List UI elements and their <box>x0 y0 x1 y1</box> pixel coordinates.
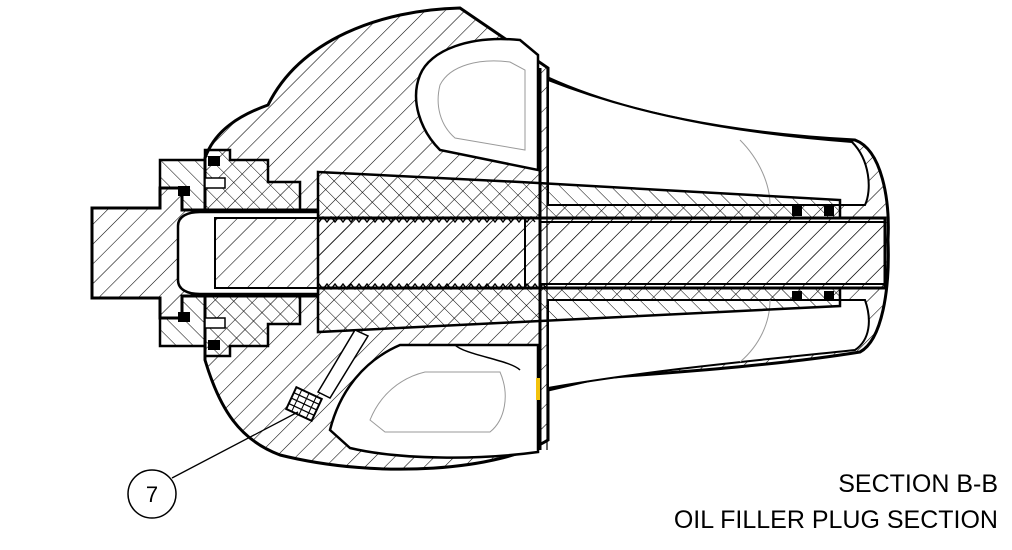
item-balloon <box>127 469 177 519</box>
o-ring-1 <box>792 206 802 216</box>
yellow-marker <box>536 378 540 400</box>
lower-cavity-rib <box>454 344 521 371</box>
gland-seal-top-c <box>204 177 226 189</box>
o-ring-3 <box>792 291 802 301</box>
oil-passage <box>316 329 370 399</box>
right-bore-lower <box>547 299 870 390</box>
balloon-leader <box>171 411 299 479</box>
gland-seal-top-b <box>208 156 220 166</box>
lower-cavity-inner <box>369 371 506 433</box>
gland-seal-bottom-a <box>178 312 190 322</box>
right-bore <box>547 78 870 206</box>
section-title: SECTION B-B <box>838 470 998 498</box>
gland-seal-bottom-b <box>208 340 220 350</box>
upper-cavity-inner <box>437 60 526 151</box>
upper-cavity <box>414 37 540 172</box>
gland-seal-bottom-c <box>204 317 226 329</box>
tapered-sleeve <box>316 170 842 220</box>
o-ring-4 <box>824 291 834 301</box>
balloon-number: 7 <box>146 482 158 507</box>
o-ring-2 <box>824 206 834 216</box>
section-subtitle: OIL FILLER PLUG SECTION <box>673 506 998 534</box>
oil-filler-plug <box>284 385 324 423</box>
gland-seal-top-a <box>178 186 190 196</box>
plug-bore-shaft <box>214 217 526 289</box>
